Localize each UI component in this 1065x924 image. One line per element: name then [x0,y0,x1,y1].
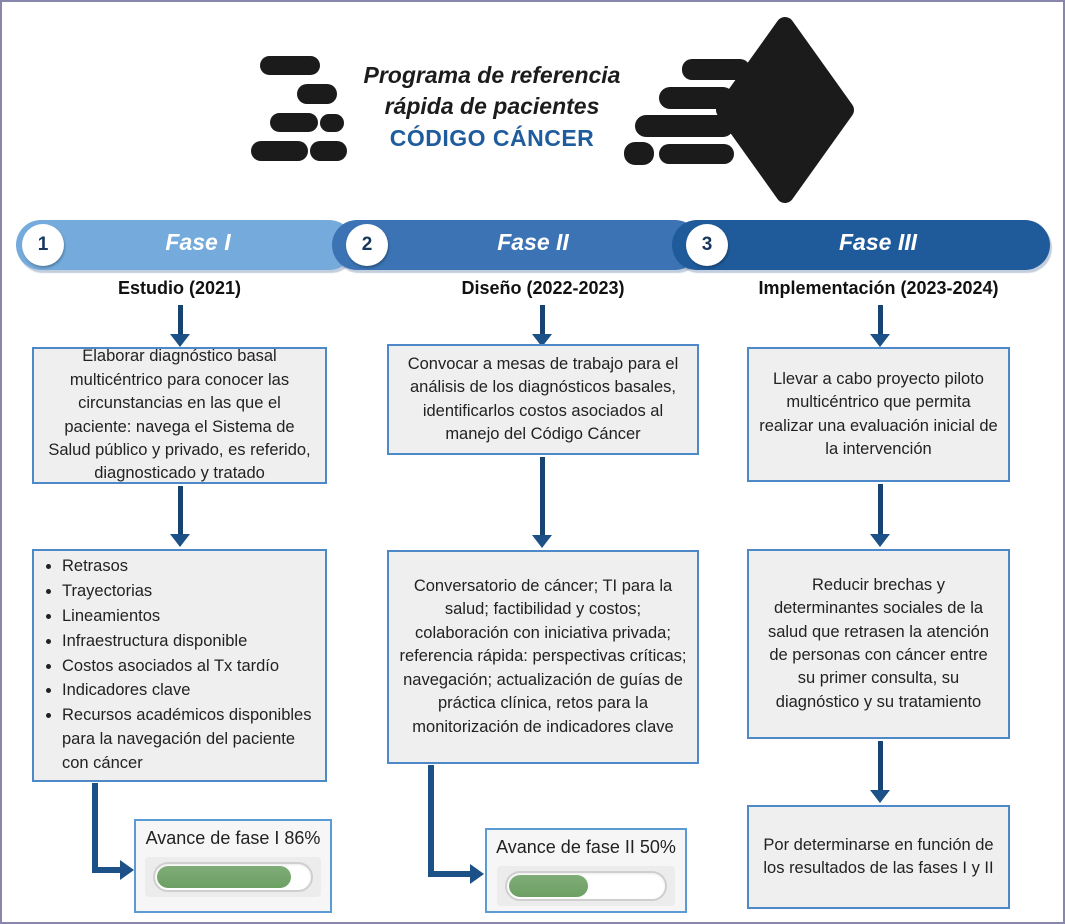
phase-3-number: 3 [686,224,728,266]
phase2-progress-label: Avance de fase II 50% [496,837,676,857]
elbow-arrow [428,765,434,877]
phase2-objective-box: Convocar a mesas de trabajo para el anál… [387,344,699,455]
phase-1-number: 1 [22,224,64,266]
progress-strip [496,866,676,906]
phase-3-subtitle: Implementación (2023-2024) [758,278,999,298]
phase3-objective-box: Llevar a cabo proyecto piloto multicéntr… [747,347,1010,482]
list-item: Recursos académicos disponibles para la … [62,704,315,776]
phase-2-bar [332,220,700,270]
dash-icon [270,113,318,132]
phase1-progress-label: Avance de fase I 86% [145,828,321,848]
list-item: Indicadores clave [62,679,315,703]
list-item: Trayectorias [62,580,315,604]
down-arrow [169,486,191,547]
title-line-2: rápida de pacientes [384,93,600,119]
phase-2-number: 2 [346,224,388,266]
title-line-1: Programa de referencia [363,62,621,88]
dash-icon [260,56,320,75]
phase3-goal-text: Reducir brechas y determinantes sociales… [767,575,990,711]
phase2-progress-fill [508,875,588,897]
phase-1-label: Fase I [165,229,231,255]
phase1-progress-track [153,862,313,892]
phase2-progress-track [504,871,668,901]
list-item: Infraestructura disponible [62,630,315,654]
phase2-topics-box: Conversatorio de cáncer; TI para la salu… [387,550,699,764]
elbow-arrow [428,871,470,877]
down-arrow [869,741,891,803]
dash-icon [297,84,337,104]
phase-2-subtitle: Diseño (2022-2023) [461,278,625,298]
phase2-progress-widget: Avance de fase II 50% [485,828,687,913]
phase3-next-steps-text: Por determinarse en función de los resul… [763,835,994,877]
down-arrow [531,457,553,548]
elbow-arrow [92,867,120,873]
progress-strip [145,857,321,897]
list-item: Lineamientos [62,605,315,629]
down-arrow [869,484,891,547]
phase2-objective-text: Convocar a mesas de trabajo para el anál… [407,354,679,443]
down-arrow [869,305,891,347]
phase1-progress-fill [157,866,291,888]
phase1-progress-widget: Avance de fase I 86% [134,819,332,913]
down-arrow [531,305,553,347]
phase-number-text: 1 [37,234,49,255]
right-arrowhead [470,864,484,884]
list-item: Costos asociados al Tx tardío [62,655,315,679]
brand-name: CÓDIGO CÁNCER [389,125,595,151]
phase-3-label: Fase III [839,229,917,255]
phase2-topics-text: Conversatorio de cáncer; TI para la salu… [399,577,687,736]
phase1-objective-box: Elaborar diagnóstico basal multicéntrico… [32,347,327,484]
phase-3-bar [672,220,1050,270]
dot-icon [320,114,344,132]
list-item: Retrasos [62,555,315,579]
program-title: Programa de referencia rápida de pacient… [337,60,647,155]
fast-arrow-icon [624,17,854,203]
phase-1-bar [16,220,354,270]
phase-number-text: 3 [701,234,713,255]
phase-number-text: 2 [361,234,373,255]
elbow-arrow [92,783,98,873]
phase-1-subtitle: Estudio (2021) [117,278,242,298]
dash-icon [310,141,347,161]
phase3-goal-box: Reducir brechas y determinantes sociales… [747,549,1010,739]
phase3-objective-text: Llevar a cabo proyecto piloto multicéntr… [759,369,998,458]
phase-2-label: Fase II [497,229,569,255]
phase1-objective-text: Elaborar diagnóstico basal multicéntrico… [48,347,311,483]
down-arrow [169,305,191,347]
dash-icon [251,141,308,161]
phase3-next-steps-box: Por determinarse en función de los resul… [747,805,1010,909]
phase1-topics-list: Retrasos Trayectorias Lineamientos Infra… [44,554,315,777]
right-arrowhead [120,860,134,880]
phase1-topics-box: Retrasos Trayectorias Lineamientos Infra… [32,549,327,782]
